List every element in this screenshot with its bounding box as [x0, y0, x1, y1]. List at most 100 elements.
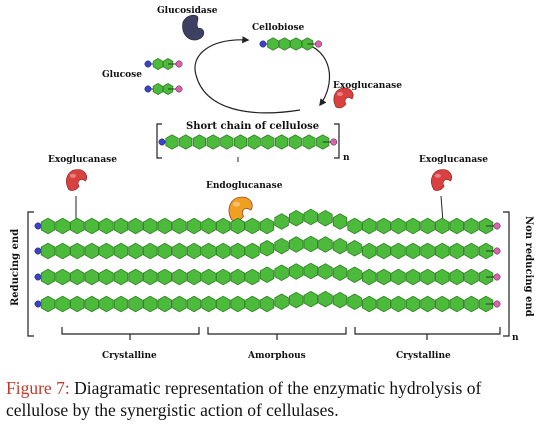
non-reducing-end-marker [315, 40, 322, 48]
non-reducing-end-marker [330, 138, 338, 146]
glucose-unit [376, 217, 392, 235]
caption-text: Diagramatic representation of the enzyma… [6, 378, 482, 420]
glucose-unit [274, 293, 289, 311]
glucose-unit [274, 213, 289, 230]
cycle-arrow-left [194, 36, 250, 76]
glucose-unit [332, 291, 348, 309]
glucose-unit [464, 268, 479, 286]
short-chain-label: Short chain of cellulose [186, 121, 319, 132]
short-chain-brackets [156, 123, 340, 159]
glucose-unit [405, 217, 421, 235]
glucose-unit [40, 268, 56, 286]
glucose-unit [274, 134, 289, 150]
enzyme-shape [228, 196, 253, 222]
glucose-unit [347, 266, 362, 283]
reducing-end-marker [34, 222, 42, 230]
glucose-unit [405, 295, 421, 313]
exoglucanase-top-label: Exoglucanase [333, 81, 402, 91]
glucose-unit [220, 134, 234, 150]
glucose-unit [128, 295, 143, 313]
glucose-unit [157, 295, 173, 313]
glucose-unit [40, 295, 56, 313]
glucose-unit [55, 217, 70, 235]
glucose-unit [288, 263, 304, 280]
glucose-unit [84, 217, 99, 235]
reducing-end-marker [144, 85, 152, 93]
glucose-unit [84, 295, 99, 313]
amorphous-label: Amorphous [247, 351, 306, 361]
cellulose-n-label: n [512, 333, 519, 343]
glucose-unit [165, 134, 179, 150]
glucose-unit [230, 295, 246, 313]
crystalline-right-label: Crystalline [396, 351, 451, 361]
glucose-unit [172, 242, 187, 260]
glucose-unit [245, 295, 260, 313]
glucose-unit [55, 242, 70, 260]
glucose-unit [99, 295, 114, 313]
glucose-unit [99, 242, 114, 260]
glucose-unit [347, 217, 362, 235]
glucose-unit [215, 268, 231, 286]
enzyme-highlight [434, 173, 441, 178]
cycle-arrow-bottom [195, 74, 301, 114]
glucose-unit [449, 217, 465, 235]
non-reducing-end-marker [493, 300, 501, 308]
glucose-unit [434, 242, 450, 260]
exoglucanase-left-label: Exoglucanase [48, 155, 117, 165]
glucose-unit [172, 217, 187, 235]
reducing-end-marker [34, 247, 42, 255]
non-reducing-end-marker [175, 60, 183, 68]
cellulose-brackets [27, 211, 510, 337]
glucose-unit [464, 217, 479, 235]
glucose-unit [391, 242, 406, 260]
glucose-unit [347, 293, 362, 311]
glucose-unit [318, 209, 333, 227]
glucose-unit [361, 268, 377, 286]
glucose-unit [70, 268, 85, 286]
glucose-unit [157, 268, 173, 286]
region-braces [61, 327, 501, 340]
glucose-unit [391, 268, 406, 286]
glucose-unit [259, 295, 275, 313]
glucose-unit [142, 268, 158, 286]
exoglucanase-left-icon [66, 169, 87, 191]
glucose-unit [186, 242, 202, 260]
reducing-end-label: Reducing end [10, 229, 21, 306]
glucose-unit [274, 264, 289, 282]
glucose-unit [70, 217, 85, 235]
non-reducing-end-marker [493, 273, 501, 281]
glucose-unit [215, 242, 231, 260]
glucose-unit [405, 268, 421, 286]
glucose-unit [192, 134, 207, 150]
figure-caption: Figure 7: Diagramatic representation of … [6, 377, 538, 421]
glucose-unit [55, 268, 70, 286]
glucose-unit [186, 295, 202, 313]
enzyme-shape [66, 169, 87, 191]
glucose-unit [332, 213, 348, 230]
glucose-unit [261, 134, 275, 150]
glucose-unit [142, 295, 158, 313]
glucose-unit [303, 235, 319, 253]
glucose-unit [99, 268, 114, 286]
glucose-unit [201, 242, 216, 260]
enzyme-shape [431, 169, 452, 191]
reducing-end-marker [259, 40, 267, 48]
glucose-unit [303, 262, 319, 280]
glucose-unit [449, 242, 465, 260]
glucosidase-label: Glucosidase [157, 6, 218, 16]
figure-label: Figure 7: [6, 378, 70, 398]
non-reducing-end-marker [493, 222, 501, 230]
glucose-label: Glucose [102, 70, 142, 80]
glucose-unit [201, 268, 216, 286]
enzyme-highlight [69, 173, 76, 178]
glucose-unit [128, 217, 143, 235]
glucose-unit [290, 37, 302, 51]
glucose-unit [259, 217, 275, 235]
reducing-end-marker [144, 60, 152, 68]
glucose-unit [113, 268, 129, 286]
glucose-unit [206, 134, 220, 150]
short-chain-molecule [158, 134, 338, 150]
glucose-unit [405, 242, 421, 260]
exoglucanase-right-label: Exoglucanase [419, 155, 488, 165]
exoglucanase-top-icon [333, 87, 354, 109]
